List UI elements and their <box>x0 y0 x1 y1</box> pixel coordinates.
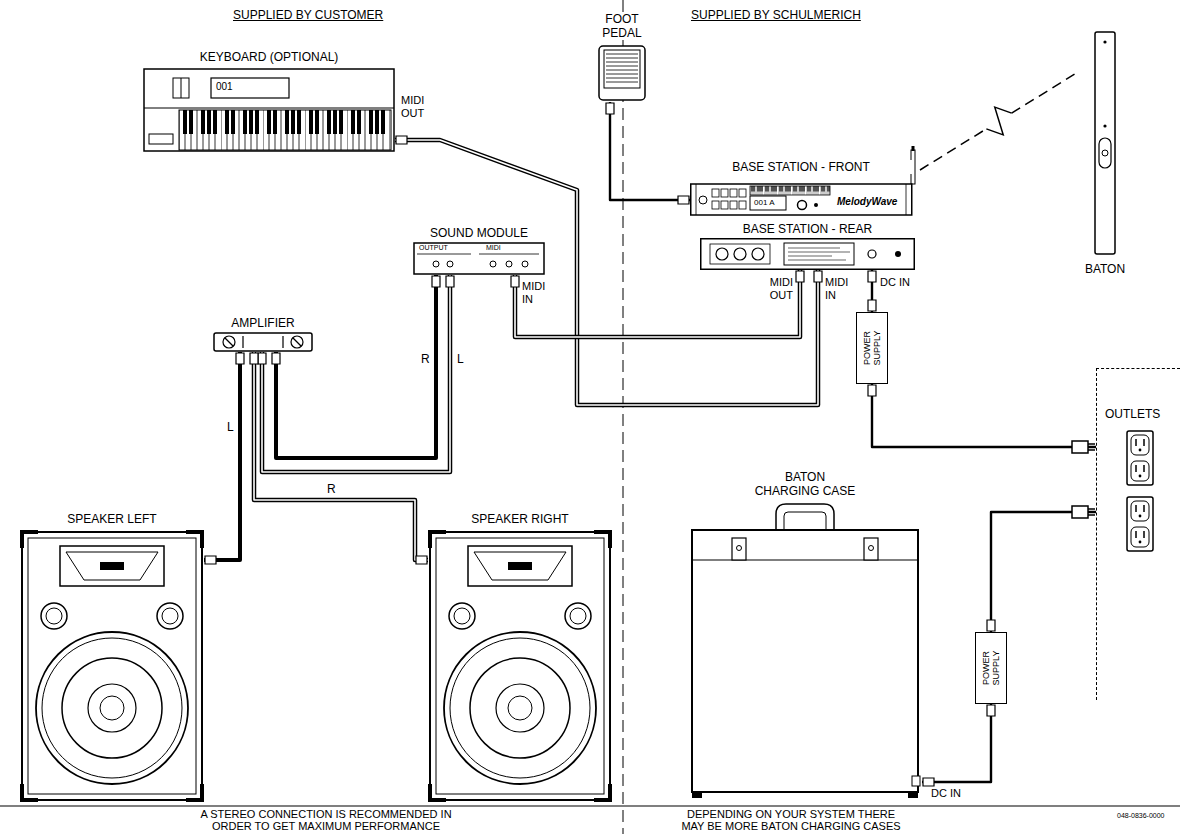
display-readout: 001 <box>215 81 234 93</box>
panel-label: OUTPUT <box>418 244 449 252</box>
speaker-drawing <box>428 530 612 802</box>
node-heading: BASE STATION - REAR <box>700 222 915 236</box>
port-label: MIDI OUT <box>760 276 794 302</box>
base-station-rear: BASE STATION - REAR <box>700 222 915 270</box>
node-heading: AMPLIFIER <box>213 316 313 330</box>
cable-connector <box>922 704 995 786</box>
speaker-drawing <box>20 530 204 802</box>
node-heading: SPEAKER RIGHT <box>428 512 612 526</box>
charging-case: BATON CHARGING CASE <box>688 470 922 802</box>
keyboard: KEYBOARD (OPTIONAL) <box>143 50 395 152</box>
section-heading: SUPPLIED BY CUSTOMER <box>232 8 384 22</box>
cable-connector <box>395 136 822 405</box>
speaker: SPEAKER RIGHT <box>428 512 612 802</box>
brand-logo: MelodyWave <box>836 196 898 208</box>
cable-label: R <box>420 352 431 366</box>
cable-connector <box>920 72 1078 170</box>
node-heading: BATON <box>1078 262 1132 276</box>
rotated-label: POWER SUPPLY <box>981 645 1001 691</box>
power-supply: POWER SUPPLY <box>856 312 888 384</box>
baton: BATON <box>1078 30 1132 276</box>
footer-note: DEPENDING ON YOUR SYSTEM THERE MAY BE MO… <box>676 808 906 832</box>
display-readout: 001 A <box>753 198 775 208</box>
section-heading: SUPPLIED BY SCHULMERICH <box>690 8 862 22</box>
port-label: DC IN <box>879 276 911 289</box>
divider-line <box>623 0 624 834</box>
port-label: MIDI OUT <box>400 94 434 120</box>
foot-pedal-drawing <box>596 44 648 102</box>
cable-connector <box>204 352 244 564</box>
amplifier-drawing <box>213 332 313 352</box>
panel-label: MIDI <box>485 244 502 252</box>
node-heading: BASE STATION - FRONT <box>690 160 912 174</box>
node-heading: OUTLETS <box>1105 407 1175 421</box>
cable-label: L <box>456 352 465 366</box>
node-heading: SOUND MODULE <box>413 226 545 240</box>
outlet-drawing <box>1125 429 1155 553</box>
port-label: MIDI IN <box>824 276 856 302</box>
footer-rule <box>0 805 1180 806</box>
cable-connector <box>250 352 428 564</box>
port-label: MIDI IN <box>521 280 553 306</box>
node-heading: BATON CHARGING CASE <box>753 470 857 498</box>
keyboard-drawing <box>143 68 395 152</box>
node-heading: SPEAKER LEFT <box>20 512 204 526</box>
foot-pedal: FOOT PEDAL <box>596 12 648 102</box>
cable-connector <box>258 275 454 472</box>
cable-connector <box>511 270 804 337</box>
footer-note: A STEREO CONNECTION IS RECOMMENDED IN OR… <box>185 808 467 832</box>
cable-connector <box>606 102 690 204</box>
cable-connector <box>987 506 1096 632</box>
rotated-label: POWER SUPPLY <box>862 325 882 371</box>
power-supply: POWER SUPPLY <box>975 632 1007 704</box>
node-heading: FOOT PEDAL <box>596 12 648 40</box>
amplifier: AMPLIFIER <box>213 316 313 352</box>
baton-drawing <box>1078 30 1132 256</box>
drawing-number: 048-0836-0000 <box>1116 811 1166 820</box>
outlet-region: OUTLETS <box>1096 368 1180 700</box>
base-station-rear-drawing <box>700 238 915 270</box>
cable-connector <box>868 384 1096 453</box>
cable-label: R <box>326 482 337 496</box>
cable-connector <box>272 275 440 458</box>
speaker: SPEAKER LEFT <box>20 512 204 802</box>
cable-label: L <box>226 420 235 434</box>
node-heading: KEYBOARD (OPTIONAL) <box>143 50 395 64</box>
charging-case-drawing <box>688 502 922 802</box>
cable-connector <box>868 270 876 312</box>
port-label: DC IN <box>930 787 962 800</box>
